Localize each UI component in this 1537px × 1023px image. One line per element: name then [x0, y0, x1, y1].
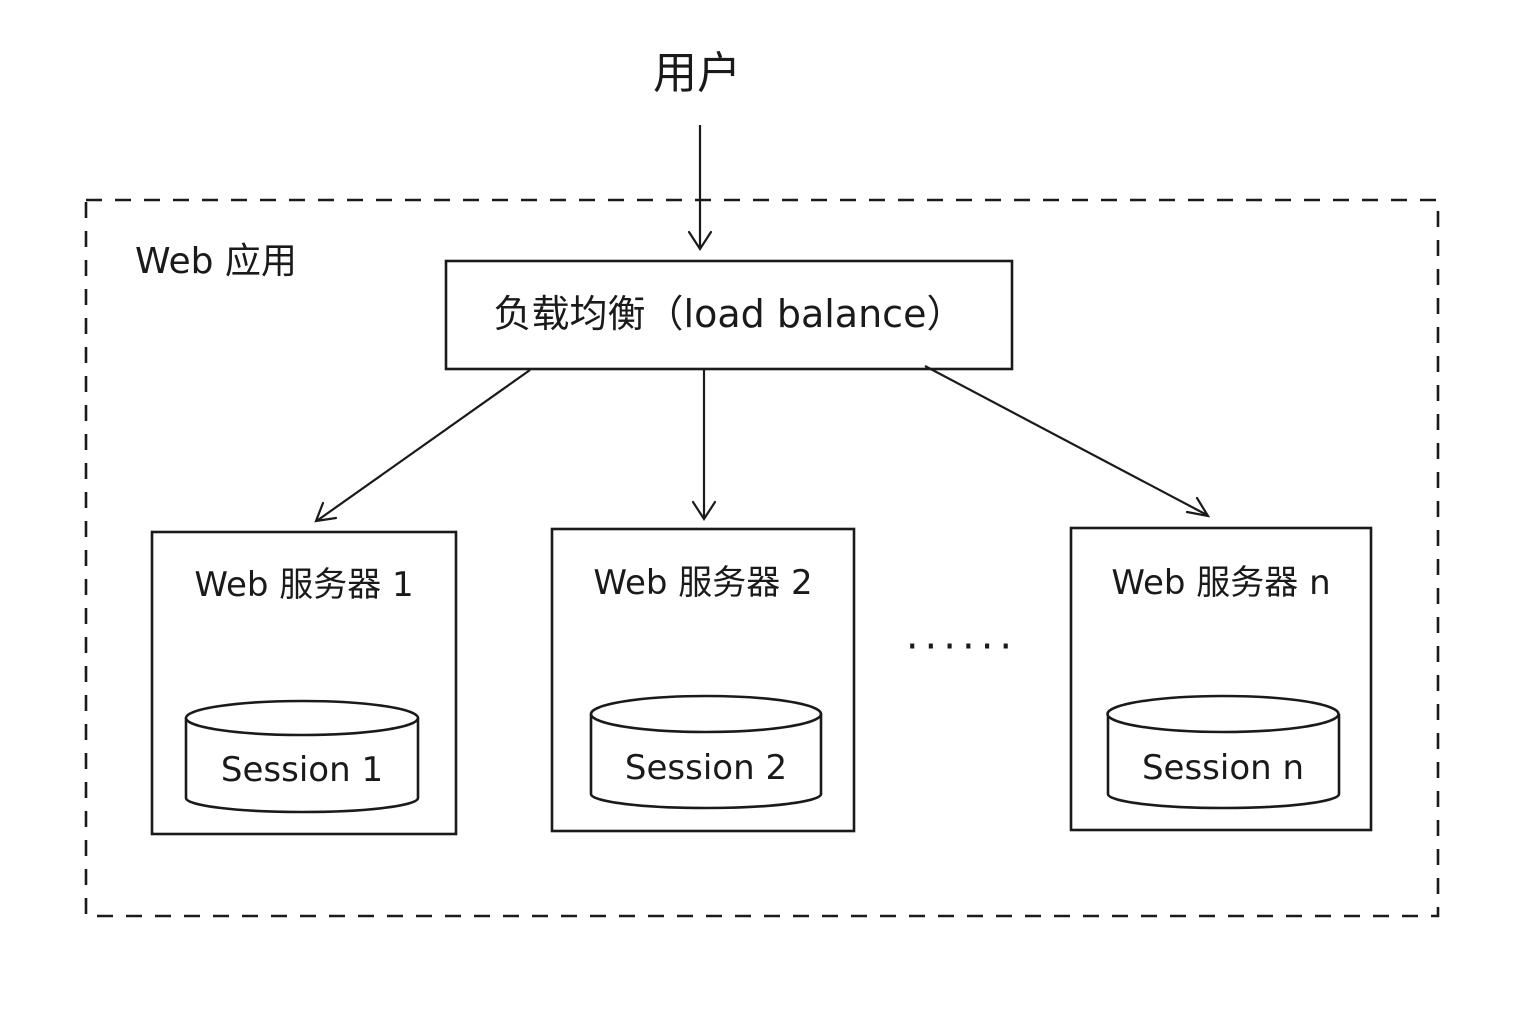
- session-1-cylinder: [184, 699, 420, 814]
- more-servers-ellipsis: ······: [906, 624, 1018, 670]
- lb-to-server-n-arrow: [924, 365, 1208, 516]
- lb-to-server-n-arrowhead: [1185, 496, 1211, 518]
- session-n-cylinder: [1106, 694, 1341, 810]
- session-2-cylinder: [589, 694, 823, 810]
- web-app-label: Web 应用: [135, 241, 297, 282]
- load-balancer-box: [444, 259, 1014, 371]
- load-balancer-label: 负载均衡（load balance）: [494, 292, 965, 336]
- web-server-2-label: Web 服务器 2: [593, 563, 812, 603]
- user-label: 用户: [653, 48, 741, 99]
- lb-to-server-1-arrow: [317, 369, 531, 521]
- lb-to-server-2-arrowhead: [691, 500, 717, 522]
- web-server-n-label: Web 服务器 n: [1111, 563, 1330, 603]
- web-server-1-label: Web 服务器 1: [194, 565, 413, 605]
- session-1-label: Session 1: [221, 750, 383, 790]
- lb-to-server-1-arrowhead: [314, 501, 338, 523]
- web-app-boundary: [84, 198, 1440, 918]
- session-n-label: Session n: [1142, 748, 1304, 788]
- user-to-lb-arrowhead: [687, 230, 713, 252]
- session-2-label: Session 2: [625, 748, 787, 788]
